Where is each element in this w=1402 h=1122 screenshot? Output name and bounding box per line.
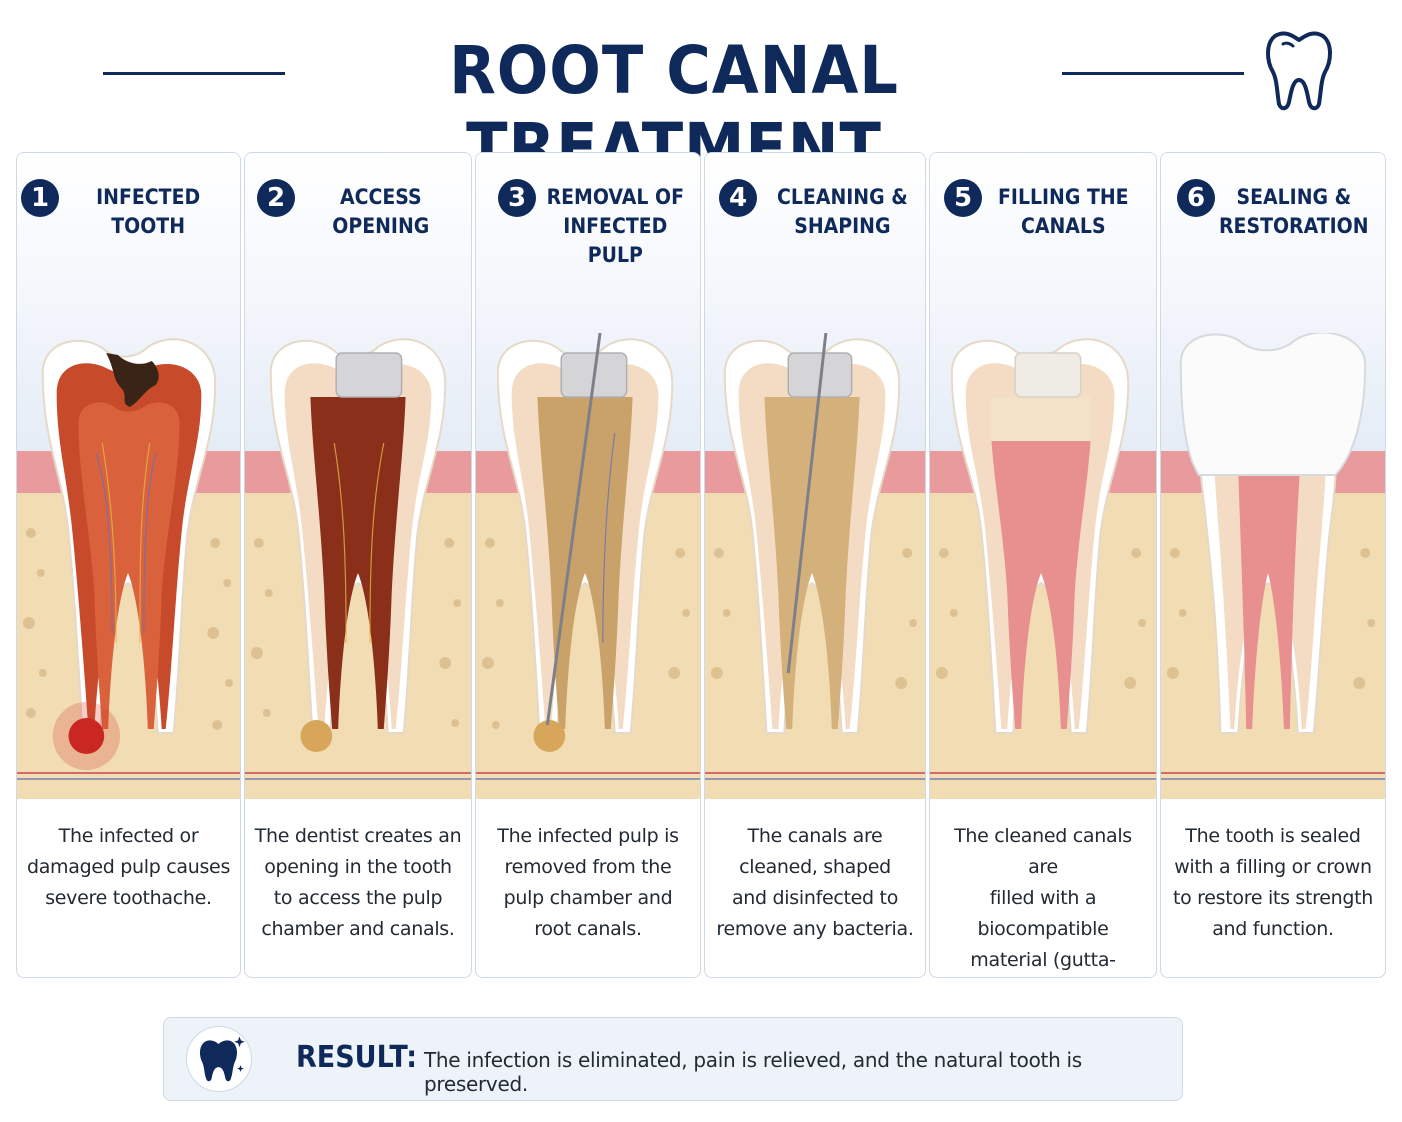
step-panel-6: 6 SEALING & RESTORATION The tooth is sea…	[1160, 152, 1386, 978]
title-rule-left	[103, 72, 285, 75]
step-caption: The canals are cleaned, shaped and disin…	[716, 825, 914, 940]
step-title: SEALING & RESTORATION	[1219, 185, 1369, 238]
step-title: REMOVAL OF INFECTED PULP	[546, 185, 684, 267]
step-panel-3: 3 REMOVAL OF INFECTED PULP The infected …	[475, 152, 701, 978]
step-header: 1 INFECTED TOOTH	[17, 177, 240, 247]
tooth-illustration-infected	[17, 338, 240, 799]
header: ROOT CANAL TREATMENT	[0, 0, 1402, 186]
tooth-illustration-restoration	[1161, 333, 1385, 799]
step-panel-2: 2 ACCESS OPENING The dentist creates an …	[244, 152, 472, 978]
step-title: INFECTED TOOTH	[96, 185, 201, 238]
step-caption: The tooth is sealed with a filling or cr…	[1172, 825, 1374, 940]
result-label: RESULT:	[296, 1040, 418, 1075]
steps-panels: 1 INFECTED TOOTH The infect	[16, 152, 1386, 980]
step-number: 6	[1177, 179, 1215, 217]
result-tooth-icon	[186, 1026, 252, 1092]
step-panel-5: 5 FILLING THE CANALS The cleaned canals …	[929, 152, 1157, 978]
result-text: The infection is eliminated, pain is rel…	[424, 1048, 1082, 1096]
step-panel-1: 1 INFECTED TOOTH The infect	[16, 152, 241, 978]
tooth-icon	[1266, 31, 1332, 111]
step-caption: The infected or damaged pulp causes seve…	[26, 825, 231, 909]
tooth-illustration-removal	[476, 333, 700, 799]
step-header: 5 FILLING THE CANALS	[930, 177, 1156, 247]
step-number: 4	[719, 179, 757, 217]
step-header: 2 ACCESS OPENING	[245, 177, 471, 247]
tooth-illustration-access	[245, 338, 471, 799]
step-title: ACCESS OPENING	[332, 185, 430, 238]
step-title: FILLING THE CANALS	[998, 185, 1129, 238]
step-number: 3	[498, 179, 536, 217]
step-header: 6 SEALING & RESTORATION	[1161, 177, 1385, 247]
page-title: ROOT CANAL TREATMENT	[449, 32, 899, 186]
title-rule-right	[1062, 72, 1244, 75]
step-title: CLEANING & SHAPING	[777, 185, 908, 238]
step-caption: The dentist creates an opening in the to…	[254, 825, 462, 940]
step-number: 2	[257, 179, 295, 217]
step-caption: The infected pulp is removed from the pu…	[497, 825, 679, 940]
tooth-illustration-cleaning	[705, 333, 925, 799]
step-caption: The cleaned canals are filled with a bio…	[954, 825, 1132, 971]
tooth-illustration-filling	[930, 338, 1156, 799]
step-number: 1	[21, 179, 59, 217]
result-banner: RESULT: The infection is eliminated, pai…	[163, 1017, 1183, 1101]
step-header: 4 CLEANING & SHAPING	[705, 177, 925, 247]
step-number: 5	[944, 179, 982, 217]
step-panel-4: 4 CLEANING & SHAPING The canals are clea…	[704, 152, 926, 978]
step-header: 3 REMOVAL OF INFECTED PULP	[476, 177, 700, 267]
